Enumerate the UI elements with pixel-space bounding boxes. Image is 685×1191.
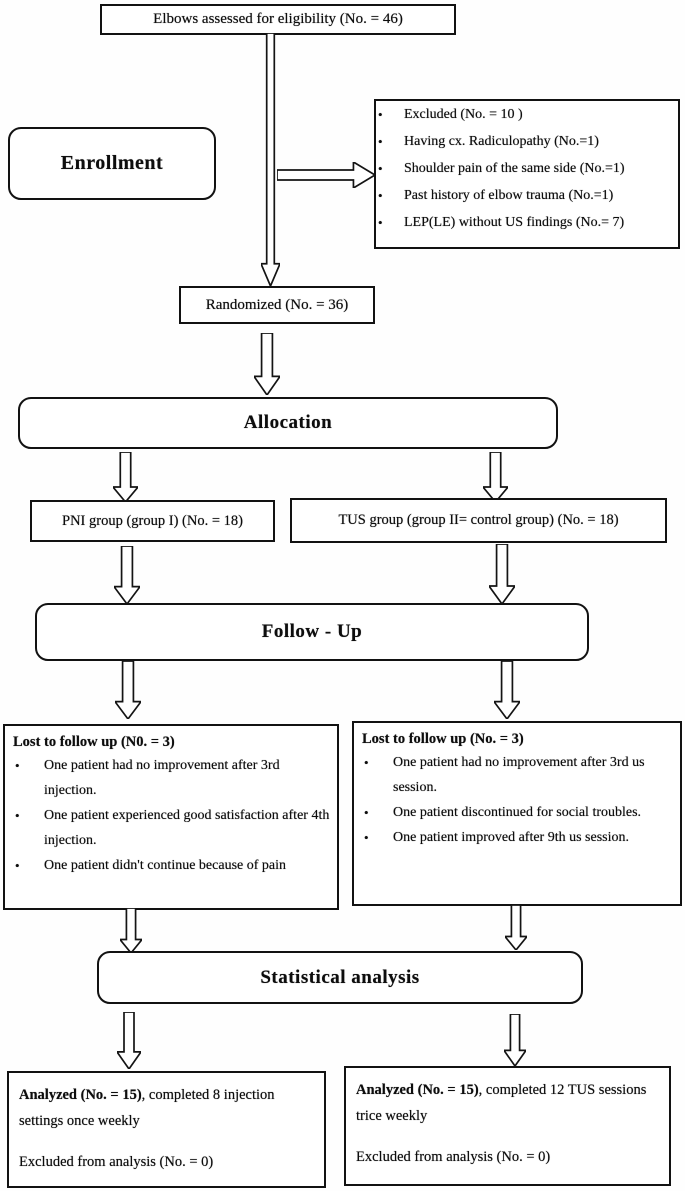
analyzed-left-box: Analyzed (No. = 15), completed 8 injecti… (7, 1071, 326, 1188)
list-item: • Excluded (No. = 10 ) (376, 101, 678, 128)
down-arrow-icon (117, 1012, 141, 1069)
list-item: • One patient had no improvement after 3… (354, 750, 680, 800)
enrollment-phase-box: Enrollment (8, 127, 216, 200)
lost-item-text: One patient experienced good satisfactio… (44, 808, 330, 848)
down-arrow-icon (494, 661, 520, 719)
down-arrow-icon (505, 905, 527, 950)
analyzed-left-excluded: Excluded from analysis (No. = 0) (19, 1154, 214, 1170)
down-arrow-icon (261, 33, 280, 286)
excluded-item-text: LEP(LE) without US findings (No.= 7) (404, 215, 625, 230)
bullet-icon: • (15, 858, 20, 873)
lost-item-text: One patient improved after 9th us sessio… (393, 830, 630, 845)
analyzed-right-text: Analyzed (No. = 15), completed 12 TUS se… (346, 1068, 669, 1129)
statistical-analysis-phase-box: Statistical analysis (97, 951, 583, 1004)
bullet-icon: • (378, 215, 383, 230)
lost-right-title: Lost to follow up (No. = 3) (362, 731, 524, 747)
bullet-icon: • (15, 808, 20, 823)
allocation-phase-box: Allocation (18, 397, 558, 449)
randomized-box: Randomized (No. = 36) (179, 286, 375, 324)
right-arrow-icon (277, 162, 375, 188)
pni-group-box: PNI group (group I) (No. = 18) (30, 500, 275, 542)
list-item: • LEP(LE) without US findings (No.= 7) (376, 209, 678, 236)
excluded-item-text: Having cx. Radiculopathy (No.=1) (404, 134, 599, 149)
statistical-analysis-label: Statistical analysis (260, 966, 420, 988)
list-item: • One patient improved after 9th us sess… (354, 825, 680, 850)
eligibility-text: Elbows assessed for eligibility (No. = 4… (153, 11, 403, 27)
tus-group-text: TUS group (group II= control group) (No.… (338, 512, 619, 528)
analyzed-right-excluded: Excluded from analysis (No. = 0) (356, 1149, 551, 1165)
analyzed-right-box: Analyzed (No. = 15), completed 12 TUS se… (344, 1066, 671, 1186)
randomized-text: Randomized (No. = 36) (205, 296, 349, 313)
excluded-item-text: Excluded (No. = 10 ) (404, 107, 523, 122)
bullet-icon: • (364, 805, 369, 820)
followup-phase-box: Follow - Up (35, 603, 589, 661)
followup-label: Follow - Up (261, 621, 363, 642)
down-arrow-icon (120, 908, 142, 953)
analyzed-right-rest: , completed 12 TUS sessions trice weekly (356, 1082, 647, 1124)
bullet-icon: • (378, 188, 383, 203)
lost-followup-left-box: Lost to follow up (N0. = 3) • One patien… (3, 724, 339, 910)
allocation-label: Allocation (243, 412, 333, 433)
pni-group-text: PNI group (group I) (No. = 18) (62, 512, 243, 529)
list-item: • One patient had no improvement after 3… (5, 753, 337, 803)
down-arrow-icon (483, 452, 508, 502)
down-arrow-icon (504, 1014, 526, 1066)
list-item: • One patient discontinued for social tr… (354, 800, 680, 825)
analyzed-left-text: Analyzed (No. = 15), completed 8 injecti… (9, 1073, 324, 1134)
lost-left-list: • One patient had no improvement after 3… (5, 753, 337, 878)
excluded-box: • Excluded (No. = 10 ) • Having cx. Radi… (374, 99, 680, 249)
excluded-list: • Excluded (No. = 10 ) • Having cx. Radi… (376, 101, 678, 236)
list-item: • Shoulder pain of the same side (No.=1) (376, 155, 678, 182)
list-item: • One patient experienced good satisfact… (5, 803, 337, 853)
excluded-item-text: Past history of elbow trauma (No.=1) (404, 188, 614, 203)
excluded-item-text: Shoulder pain of the same side (No.=1) (404, 161, 625, 176)
bullet-icon: • (378, 161, 383, 176)
down-arrow-icon (114, 546, 140, 604)
lost-item-text: One patient didn't continue because of p… (44, 858, 286, 873)
analyzed-right-bold: Analyzed (No. = 15) (356, 1082, 479, 1098)
tus-group-box: TUS group (group II= control group) (No.… (290, 498, 667, 543)
list-item: • Having cx. Radiculopathy (No.=1) (376, 128, 678, 155)
lost-item-text: One patient discontinued for social trou… (393, 805, 642, 820)
list-item: • Past history of elbow trauma (No.=1) (376, 182, 678, 209)
lost-item-text: One patient had no improvement after 3rd… (44, 758, 280, 798)
lost-right-list: • One patient had no improvement after 3… (354, 750, 680, 850)
lost-item-text: One patient had no improvement after 3rd… (393, 755, 645, 795)
lost-followup-right-box: Lost to follow up (No. = 3) • One patien… (352, 721, 682, 906)
lost-left-title: Lost to follow up (N0. = 3) (13, 734, 175, 750)
analyzed-left-rest: , completed 8 injection settings once we… (19, 1087, 275, 1129)
down-arrow-icon (254, 333, 280, 395)
bullet-icon: • (15, 758, 20, 773)
bullet-icon: • (364, 830, 369, 845)
enrollment-label: Enrollment (60, 152, 164, 174)
down-arrow-icon (113, 452, 138, 502)
down-arrow-icon (489, 544, 515, 604)
analyzed-left-bold: Analyzed (No. = 15) (19, 1087, 142, 1103)
eligibility-box: Elbows assessed for eligibility (No. = 4… (100, 4, 456, 35)
bullet-icon: • (378, 134, 383, 149)
list-item: • One patient didn't continue because of… (5, 853, 337, 878)
bullet-icon: • (378, 107, 383, 122)
down-arrow-icon (115, 661, 141, 719)
bullet-icon: • (364, 755, 369, 770)
